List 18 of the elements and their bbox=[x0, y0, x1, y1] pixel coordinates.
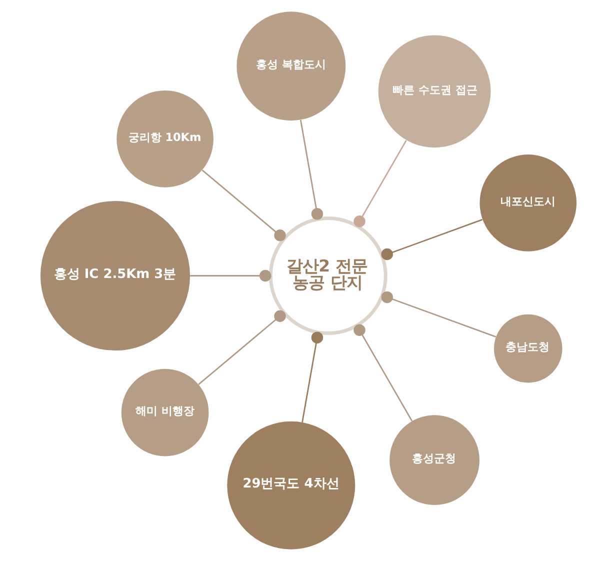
node-circle: 충남도청 bbox=[493, 314, 562, 383]
node-circle: 빠른 수도권 접근 bbox=[378, 35, 490, 148]
connector bbox=[353, 140, 406, 228]
connector bbox=[198, 310, 286, 385]
connector bbox=[201, 170, 286, 242]
node-circle: 해미 비행장 bbox=[120, 368, 208, 456]
node-circle: 홍성군청 bbox=[389, 415, 479, 506]
node-circle: 29번국도 4차선 bbox=[226, 421, 355, 550]
node-circle: 내포신도시 bbox=[479, 154, 576, 252]
connector bbox=[380, 291, 496, 338]
connector bbox=[299, 120, 323, 220]
connector bbox=[380, 218, 482, 260]
node-circle: 궁리항 10Km bbox=[116, 90, 213, 188]
connector bbox=[353, 324, 412, 422]
connector bbox=[190, 270, 271, 282]
node-circle: 홍성 IC 2.5Km 3분 bbox=[40, 200, 190, 351]
node-circle: 홍성 복합도시 bbox=[236, 12, 346, 121]
connector bbox=[301, 332, 323, 422]
